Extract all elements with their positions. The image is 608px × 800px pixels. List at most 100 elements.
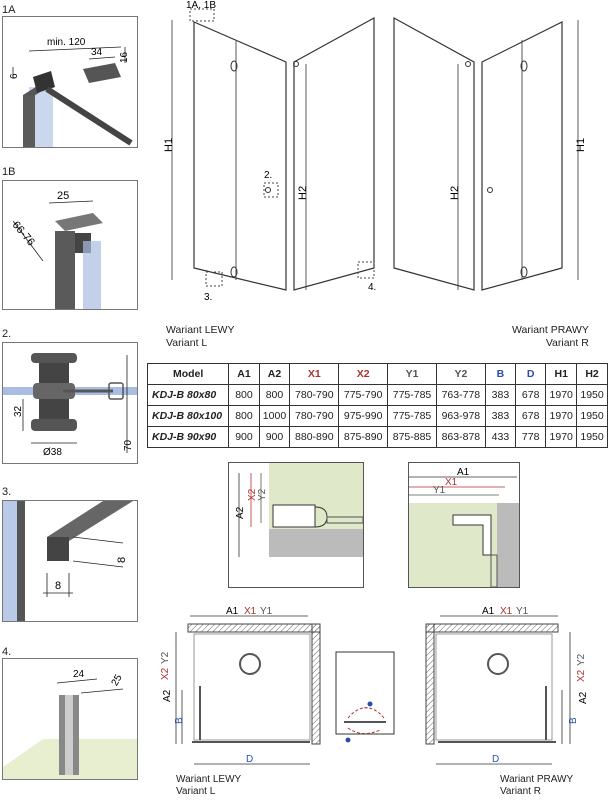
section-left-y2: Y2 xyxy=(257,488,268,501)
spec-cell: 775-785 xyxy=(387,384,437,406)
spec-cell: 880-890 xyxy=(289,426,340,448)
spec-cell: 383 xyxy=(484,405,517,427)
detail-4-drawing: 24 25 xyxy=(3,669,137,779)
plan-left-x1: X1 xyxy=(244,606,257,617)
dim-3-8-vertical: 8 xyxy=(116,557,128,563)
spec-cell: 775-785 xyxy=(387,405,437,427)
spec-cell: 1970 xyxy=(545,384,578,406)
plan-right-x2: X2 xyxy=(576,669,587,682)
spec-cell: 763-778 xyxy=(435,384,486,406)
dim-1b-25: 25 xyxy=(57,190,69,202)
plan-left-d: D xyxy=(246,754,253,765)
spec-cell: 1970 xyxy=(545,426,578,448)
spec-cell: 863-878 xyxy=(435,426,486,448)
spec-cell: 780-790 xyxy=(289,384,340,406)
spec-model-cell: KDJ-B 80x100 xyxy=(146,405,230,427)
dim-3-8-horizontal: 8 xyxy=(55,580,61,592)
spec-header-y2: Y2 xyxy=(435,363,486,385)
spec-cell: 383 xyxy=(484,384,517,406)
spec-header-x1: X1 xyxy=(289,363,340,385)
dim-1a-34: 34 xyxy=(91,47,103,58)
dim-4-24: 24 xyxy=(73,669,85,680)
elevation-tag-1a1b: 1A, 1B xyxy=(186,0,216,11)
detail-1a-drawing: min. 120 34 16 6 xyxy=(9,37,133,147)
spec-model-cell: KDJ-B 80x80 xyxy=(146,384,230,406)
detail-2-drawing: 32 Ø38 70 xyxy=(3,353,137,458)
dim-1a-min120: min. 120 xyxy=(47,37,86,48)
spec-header-a1: A1 xyxy=(228,363,260,385)
spec-cell: 800 xyxy=(258,384,291,406)
plan-right-a1: A1 xyxy=(482,606,495,617)
elevation-drawing: 1A, 1B 2. 3. H1 H2 4. H2 H1 xyxy=(163,0,587,303)
elevation-h2-right: H2 xyxy=(449,186,461,200)
detail-3-panel: 8 8 xyxy=(2,500,138,622)
plan-left-a2: A2 xyxy=(162,689,173,702)
spec-cell: 433 xyxy=(484,426,517,448)
spec-cell: 975-990 xyxy=(338,405,389,427)
elevation-h1-left: H1 xyxy=(163,138,175,152)
plan-right-y1: Y1 xyxy=(516,606,529,617)
spec-header-y1: Y1 xyxy=(387,363,437,385)
callout-4: 4. xyxy=(368,282,376,293)
callout-2: 2. xyxy=(264,170,272,181)
section-left-panel: A2 X2 Y2 xyxy=(228,462,364,588)
spec-cell: 1970 xyxy=(545,405,578,427)
dim-1b-6676: 66-76 xyxy=(10,219,37,248)
spec-cell: 875-890 xyxy=(338,426,389,448)
plan-variant-left: Wariant LEWY Variant L xyxy=(176,774,242,797)
plan-right-y2: Y2 xyxy=(576,653,587,666)
detail-1a-label: 1A xyxy=(2,4,16,16)
section-right-drawing: A1 X1 Y1 xyxy=(409,467,519,587)
spec-header-h2: H2 xyxy=(576,363,608,385)
detail-1b-label: 1B xyxy=(2,166,16,178)
dim-1a-16: 16 xyxy=(119,51,130,63)
callout-3: 3. xyxy=(204,292,212,303)
elevation-h1-right: H1 xyxy=(575,138,587,152)
spec-header-b: B xyxy=(484,363,517,385)
section-right-x1: X1 xyxy=(445,477,458,488)
spec-cell: 1950 xyxy=(576,384,608,406)
spec-cell: 800 xyxy=(228,405,260,427)
plan-right-b: B xyxy=(568,717,579,724)
section-left-drawing: A2 X2 Y2 xyxy=(235,463,363,557)
detail-2-panel: 32 Ø38 70 xyxy=(2,342,138,464)
plan-left-b: B xyxy=(174,717,185,724)
dim-2-38: Ø38 xyxy=(43,447,62,458)
section-left-x2: X2 xyxy=(247,488,258,501)
plan-right-a2: A2 xyxy=(578,691,589,704)
spec-cell: 900 xyxy=(258,426,291,448)
spec-header-x2: X2 xyxy=(338,363,389,385)
section-right-a1: A1 xyxy=(457,467,470,478)
spec-cell: 800 xyxy=(228,384,260,406)
spec-header-model: Model xyxy=(146,363,230,385)
plan-left-a1: A1 xyxy=(226,606,239,617)
detail-1a-panel: min. 120 34 16 6 xyxy=(2,16,138,148)
plan-right-x1: X1 xyxy=(500,606,513,617)
dim-1a-6: 6 xyxy=(9,73,20,79)
spec-cell: 775-790 xyxy=(338,384,389,406)
elevation-variant-right: Wariant PRAWY Variant R xyxy=(512,324,589,349)
spec-cell: 1000 xyxy=(258,405,291,427)
detail-1b-drawing: 25 66-76 xyxy=(10,190,103,309)
spec-cell: 1950 xyxy=(576,426,608,448)
spec-cell: 1950 xyxy=(576,405,608,427)
spec-cell: 678 xyxy=(515,384,547,406)
detail-2-label: 2. xyxy=(2,328,12,340)
plan-left-x2: X2 xyxy=(160,667,171,680)
detail-3-label: 3. xyxy=(2,486,12,498)
spec-cell: 780-790 xyxy=(289,405,340,427)
dim-4-25: 25 xyxy=(110,672,125,688)
spec-header-a2: A2 xyxy=(258,363,291,385)
plan-left-y1: Y1 xyxy=(260,606,273,617)
dim-2-70: 70 xyxy=(123,439,134,451)
spec-cell: 963-978 xyxy=(435,405,486,427)
spec-header-h1: H1 xyxy=(545,363,578,385)
spec-cell: 778 xyxy=(515,426,547,448)
section-right-y1: Y1 xyxy=(433,485,446,496)
section-right-panel: A1 X1 Y1 xyxy=(408,462,520,588)
